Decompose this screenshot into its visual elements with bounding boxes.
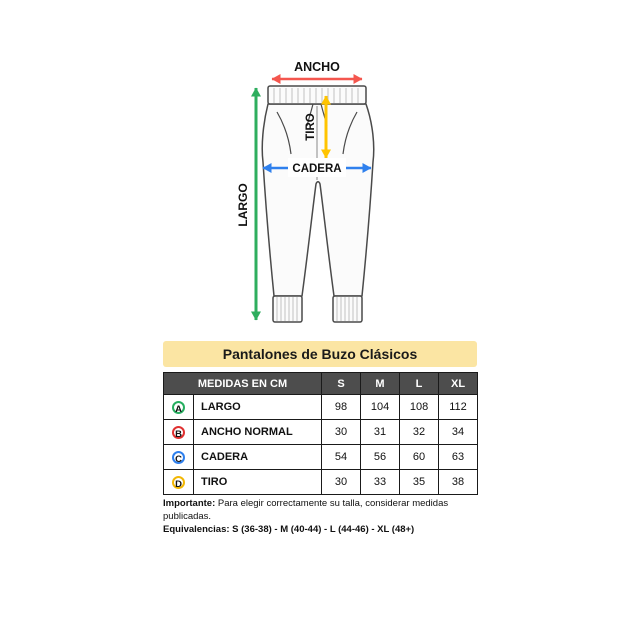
equivalences-text: S (36-38) - M (40-44) - L (44-46) - XL (… — [232, 524, 415, 535]
measure-arrows: ANCHO LARGO TIRO CADERA — [236, 60, 372, 321]
pants-drawing — [261, 85, 375, 323]
value-cell: 30 — [321, 469, 362, 495]
row-badge-d: D — [172, 475, 185, 490]
value-cell: 35 — [399, 469, 440, 495]
equivalences-note: Equivalencias: S (36-38) - M (40-44) - L… — [163, 523, 493, 536]
row-label-tiro: TIRO — [192, 469, 323, 495]
size-col-s: S — [321, 372, 362, 395]
cadera-label-background — [288, 158, 346, 177]
largo-label: LARGO — [236, 183, 250, 226]
cuff-right-ribbing — [336, 297, 358, 321]
value-cell: 63 — [438, 444, 479, 470]
value-cell: 30 — [321, 419, 362, 445]
value-cell: 38 — [438, 469, 479, 495]
important-text: Para elegir correctamente su talla, cons… — [163, 498, 449, 522]
value-cell: 112 — [438, 394, 479, 420]
pants-body — [261, 103, 375, 297]
value-cell: 98 — [321, 394, 362, 420]
value-cell: 54 — [321, 444, 362, 470]
row-label-cadera: CADERA — [192, 444, 323, 470]
ancho-label: ANCHO — [294, 60, 340, 74]
table-row-ancho: B ANCHO NORMAL 30 31 32 34 — [163, 419, 479, 445]
value-cell: 31 — [360, 419, 401, 445]
value-cell: 33 — [360, 469, 401, 495]
value-cell: 34 — [438, 419, 479, 445]
cuff-left-ribbing — [276, 297, 298, 321]
pants-measurement-diagram: ANCHO LARGO TIRO CADERA — [236, 60, 375, 323]
value-cell: 108 — [399, 394, 440, 420]
row-label-largo: LARGO — [192, 394, 323, 420]
size-col-xl: XL — [438, 372, 479, 395]
footer-notes: Importante: Para elegir correctamente su… — [163, 497, 493, 536]
cuff-left — [272, 295, 303, 323]
value-cell: 104 — [360, 394, 401, 420]
pocket-left — [276, 111, 292, 155]
tiro-label: TIRO — [305, 113, 317, 141]
row-badge-a: A — [172, 400, 185, 415]
row-badge-b: B — [172, 425, 185, 440]
table-row-largo: A LARGO 98 104 108 112 — [163, 394, 479, 420]
table-row-cadera: C CADERA 54 56 60 63 — [163, 444, 479, 470]
cadera-label: CADERA — [292, 163, 341, 175]
row-badge-c: C — [172, 450, 185, 465]
value-cell: 60 — [399, 444, 440, 470]
size-col-m: M — [360, 372, 401, 395]
important-label: Importante: — [163, 498, 216, 509]
chart-title-bar: Pantalones de Buzo Clásicos — [163, 341, 477, 367]
row-label-ancho: ANCHO NORMAL — [192, 419, 323, 445]
important-note: Importante: Para elegir correctamente su… — [163, 497, 493, 523]
badge-cell: A — [163, 394, 194, 420]
size-table: MEDIDAS EN CM S M L XL A LARGO 98 104 10… — [162, 372, 479, 495]
chart-title: Pantalones de Buzo Clásicos — [222, 346, 418, 362]
table-row-tiro: D TIRO 30 33 35 38 — [163, 469, 479, 495]
value-cell: 32 — [399, 419, 440, 445]
value-cell: 56 — [360, 444, 401, 470]
cuff-right — [332, 295, 363, 323]
measures-header: MEDIDAS EN CM — [162, 372, 323, 395]
badge-cell: D — [163, 469, 194, 495]
badge-cell: C — [163, 444, 194, 470]
size-table-header-row: MEDIDAS EN CM S M L XL — [162, 372, 479, 395]
size-col-l: L — [399, 372, 440, 395]
equivalences-label: Equivalencias: — [163, 524, 230, 535]
badge-cell: B — [163, 419, 194, 445]
waistband — [267, 85, 367, 105]
pocket-right — [342, 111, 358, 155]
